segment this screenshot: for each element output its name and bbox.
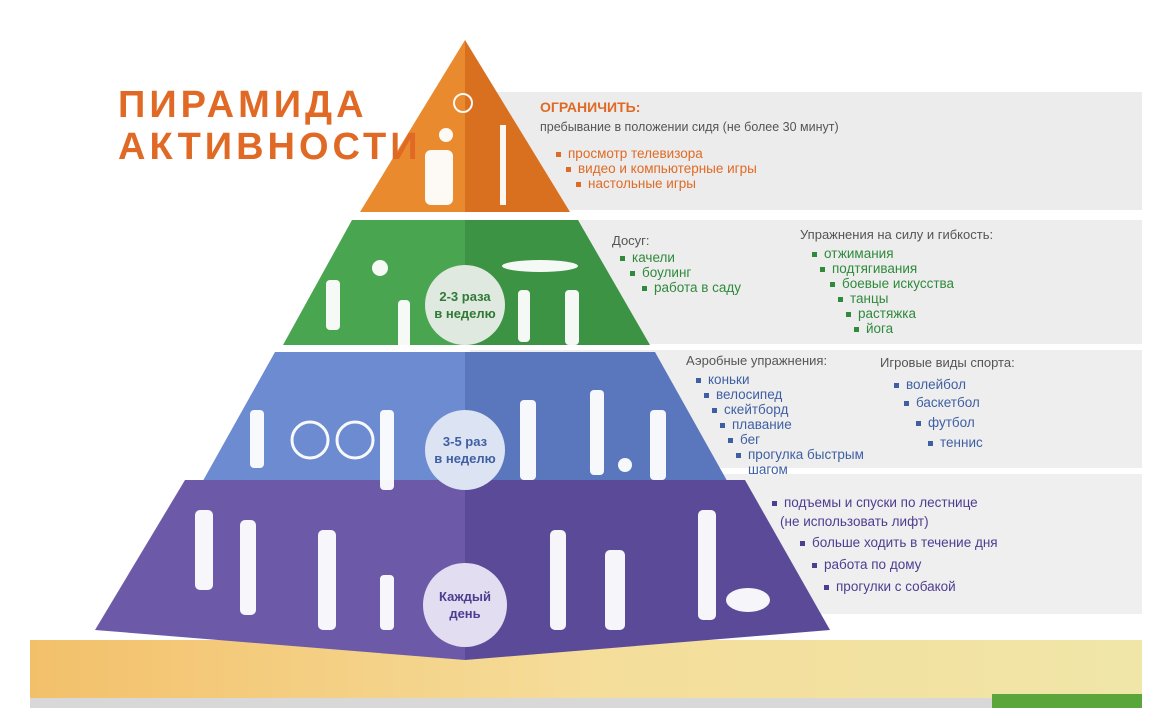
list-item: работа по дому [812,554,998,576]
pushup-figure-icon [502,260,578,272]
badge-third-line1: 3-5 раз [443,434,488,449]
stairs-walker-icon [195,510,213,590]
page-title: ПИРАМИДА АКТИВНОСТИ [118,84,422,168]
list-item: теннис [928,434,983,452]
lamp-icon [500,125,506,205]
badge-base-line1: Каждый [439,589,491,604]
list-item: футбол [916,412,983,434]
list-item: отжимания [812,246,954,261]
list-item: (не использовать лифт) [780,512,998,532]
list-item: просмотр телевизора [556,146,757,161]
leisure-list: качели боулинг работа в саду [620,250,741,295]
list-item: подтягивания [820,261,954,276]
runner-icon [380,410,394,490]
bowler-icon [398,300,410,350]
volleyball-player-icon [590,390,604,475]
title-line2: АКТИВНОСТИ [118,126,422,168]
top-heading: ОГРАНИЧИТЬ: [540,100,640,114]
dance-couple-icon [565,290,579,345]
list-item: коньки [696,372,864,387]
person-head-icon [439,128,453,142]
dog-icon [726,588,770,612]
vacuum-icon [605,550,625,630]
sport-heading: Игровые виды спорта: [880,356,1015,370]
tennis-player-icon [520,400,536,480]
list-item: йога [854,321,954,336]
gardener-icon [326,280,340,330]
top-subheading: пребывание в положении сидя (не более 30… [540,120,839,134]
list-item: больше ходить в течение дня [800,532,998,554]
top-list: просмотр телевизора видео и компьютерные… [556,146,757,191]
list-item: подъемы и спуски по лестнице [772,494,998,512]
martial-arts-icon [518,290,530,342]
list-item: скейтборд [712,402,864,417]
badge-second: 2-3 раза в неделю [425,265,505,345]
child-walking-icon [380,575,394,630]
strength-heading: Упражнения на силу и гибкость: [800,228,993,242]
list-item: настольные игры [576,176,757,191]
list-item: волейбол [894,376,983,394]
badge-second-line2: в неделю [434,306,496,321]
list-item: видео и компьютерные игры [566,161,757,176]
list-item: плавание [720,417,864,432]
football-icon [618,458,632,472]
list-item: качели [620,250,741,265]
swing-child-icon [372,260,388,276]
skater-icon [250,410,264,468]
strength-list: отжимания подтягивания боевые искусства … [812,246,954,336]
footballer-icon [650,410,666,480]
list-item: баскетбол [904,394,983,412]
list-item: бег [728,432,864,447]
leisure-heading: Досуг: [612,234,650,248]
list-item: боевые искусства [830,276,954,291]
list-item: прогулка быстрым [736,447,864,462]
list-item: танцы [838,291,954,306]
woman-walking-icon [318,530,336,630]
list-item: шагом [748,462,864,477]
badge-third: 3-5 раз в неделю [425,410,505,490]
list-item: боулинг [630,265,741,280]
title-line1: ПИРАМИДА [118,84,422,126]
base-list: подъемы и спуски по лестнице (не использ… [772,494,998,598]
list-item: растяжка [846,306,954,321]
dog-walker-icon [698,510,716,620]
armchair-icon [425,150,453,205]
list-item: работа в саду [642,280,741,295]
badge-second-line1: 2-3 раза [439,289,491,304]
badge-third-line2: в неделю [434,451,496,466]
corner-green-bar [992,694,1142,708]
floor-shadow [30,698,1142,708]
list-item: велосипед [704,387,864,402]
aerobic-heading: Аэробные упражнения: [686,354,827,368]
sport-list: волейбол баскетбол футбол теннис [894,376,983,452]
badge-base-line2: день [449,606,480,621]
aerobic-list: коньки велосипед скейтборд плавание бег … [696,372,864,477]
mopping-icon [550,530,566,630]
list-item: прогулки с собакой [824,576,998,598]
badge-base: Каждый день [423,563,507,647]
